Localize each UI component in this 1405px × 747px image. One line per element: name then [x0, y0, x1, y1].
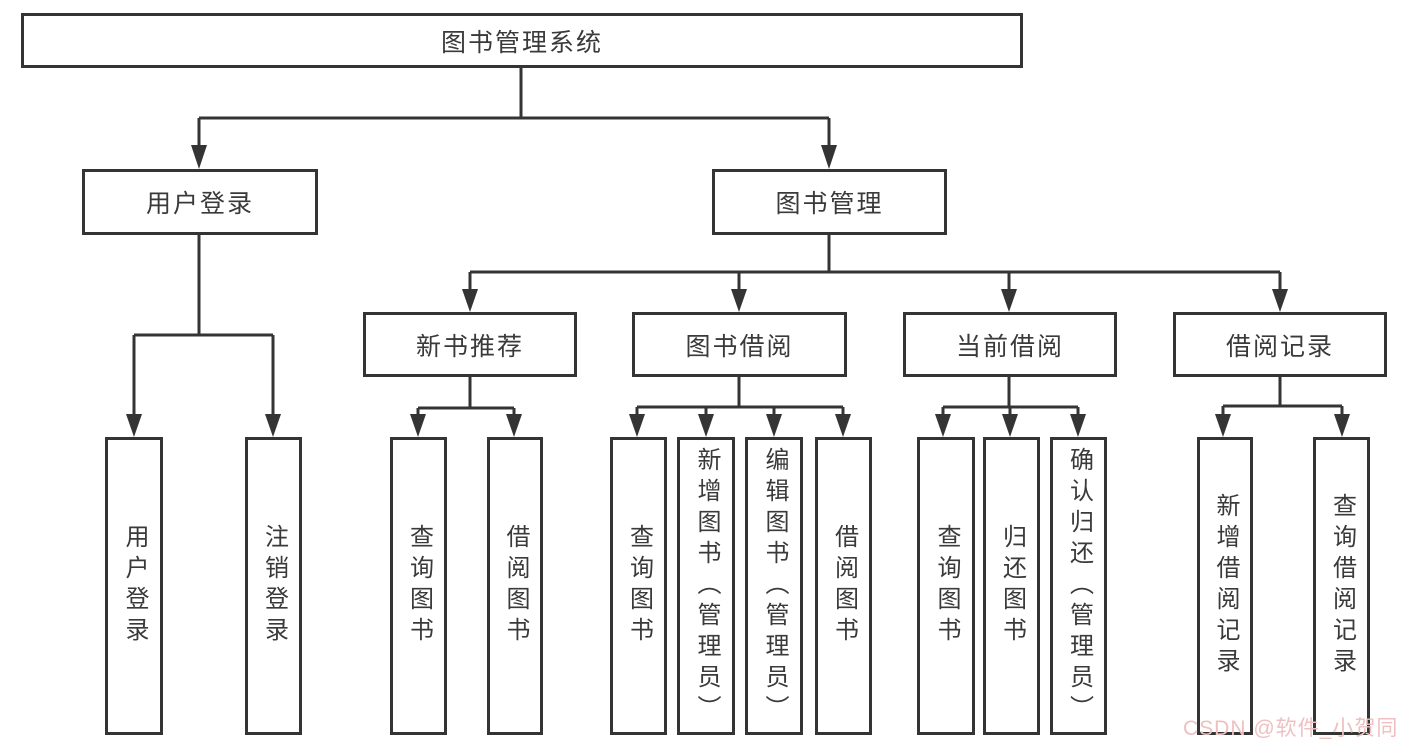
node-book-management: 图书管理	[712, 169, 947, 235]
leaf-logout: 注销登录	[245, 437, 302, 735]
leaf-confirm-return-admin: 确认归还（管理员）	[1050, 437, 1107, 735]
csdn-watermark: CSDN @软件_小贺同学	[1183, 717, 1399, 740]
leaf-add-borrow-record: 新增借阅记录	[1197, 437, 1253, 735]
node-user-login: 用户登录	[82, 169, 318, 235]
leaf-return-books: 归还图书	[983, 437, 1040, 735]
node-new-book-recommend: 新书推荐	[363, 312, 577, 377]
leaf-user-login: 用户登录	[105, 437, 163, 735]
node-book-borrowing: 图书借阅	[632, 312, 847, 377]
leaf-edit-books-admin: 编辑图书（管理员）	[745, 437, 803, 735]
node-current-borrowing: 当前借阅	[903, 312, 1117, 377]
leaf-add-books-admin: 新增图书（管理员）	[677, 437, 735, 735]
node-library-system: 图书管理系统	[21, 13, 1023, 68]
node-borrow-records: 借阅记录	[1173, 312, 1387, 377]
leaf-query-books-current: 查询图书	[917, 437, 975, 735]
leaf-query-books-borrowing: 查询图书	[610, 437, 667, 735]
leaf-borrow-books: 借阅图书	[815, 437, 872, 735]
leaf-query-books-recommend: 查询图书	[390, 437, 447, 735]
leaf-borrow-books-recommend: 借阅图书	[487, 437, 543, 735]
leaf-query-borrow-record: 查询借阅记录	[1313, 437, 1370, 735]
